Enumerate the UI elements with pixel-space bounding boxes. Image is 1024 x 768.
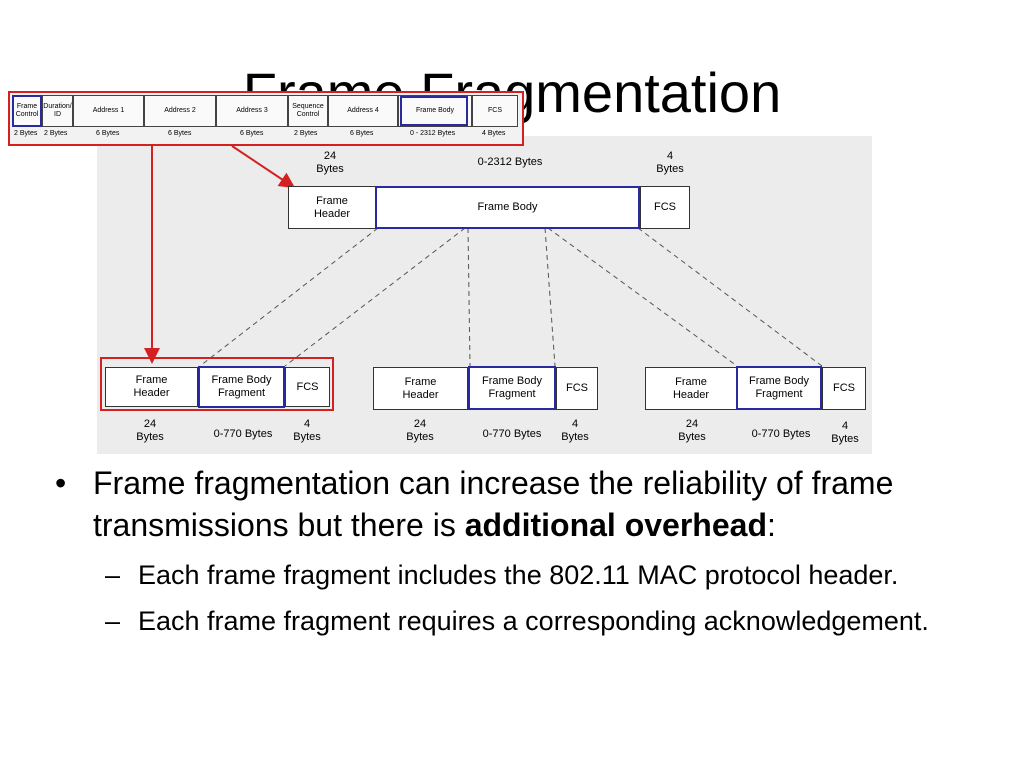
field-address-1: Address 1 xyxy=(73,95,144,127)
fragment-1-fcs-label: FCS xyxy=(296,380,319,393)
fragment-1-header-label: Frame Header xyxy=(133,374,170,399)
size-address-2: 6 Bytes xyxy=(168,130,192,137)
field-sequence-control: Sequence Control xyxy=(288,95,328,127)
field-duration-id: Duration/ ID xyxy=(42,95,73,127)
fragment-3-fcs-label: FCS xyxy=(833,382,855,394)
main-bullet-text: Frame fragmentation can increase the rel… xyxy=(93,465,894,543)
size-duration-id: 2 Bytes xyxy=(44,130,68,137)
fragment-2-body: Frame Body Fragment xyxy=(468,366,556,410)
field-address-2: Address 2 xyxy=(144,95,216,127)
original-frame-header-label: Frame Header xyxy=(313,194,351,220)
size-frame-body: 0 - 2312 Bytes xyxy=(410,130,456,137)
original-frame-body-label: Frame Body xyxy=(477,201,538,213)
bullet-dot: • xyxy=(55,465,67,501)
fragment-2-fcs: FCS xyxy=(556,367,598,410)
fragment-1-header-size: 24 Bytes xyxy=(136,418,164,443)
sub-bullet-2-text: Each frame fragment requires a correspon… xyxy=(138,606,929,636)
fragment-2-header: Frame Header xyxy=(373,367,468,410)
fragment-3-header: Frame Header xyxy=(645,367,737,410)
fragment-3-fcs-size: 4 Bytes xyxy=(831,420,859,445)
field-address-4: Address 4 xyxy=(328,95,398,127)
size-address-4: 6 Bytes xyxy=(350,130,374,137)
size-sequence-control: 2 Bytes xyxy=(294,130,318,137)
bullet-list: • Frame fragmentation can increase the r… xyxy=(55,462,995,638)
fragment-1-fcs: FCS xyxy=(285,367,330,407)
fragment-1-body-label: Frame Body Fragment xyxy=(211,374,272,399)
field-frame-body: Frame Body xyxy=(398,95,472,127)
arrow-to-frame-header xyxy=(231,145,296,189)
original-frame-fcs: FCS xyxy=(640,186,690,229)
frame-body-highlight xyxy=(400,96,468,126)
header-size-label: 24 Bytes xyxy=(316,150,344,175)
field-address-3: Address 3 xyxy=(216,95,288,127)
original-frame-body: Frame Body xyxy=(375,186,640,229)
main-bullet-bold: additional overhead xyxy=(464,507,767,543)
fragment-3-fcs: FCS xyxy=(822,367,866,410)
fragment-1-header: Frame Header xyxy=(105,367,198,407)
original-frame-header: Frame Header xyxy=(288,186,376,229)
fragment-2-body-label: Frame Body Fragment xyxy=(482,375,542,400)
fragment-3-body: Frame Body Fragment xyxy=(736,366,822,410)
size-fcs: 4 Bytes xyxy=(482,130,506,137)
sub-bullet-1-text: Each frame fragment includes the 802.11 … xyxy=(138,560,899,590)
original-frame-fcs-label: FCS xyxy=(654,201,676,213)
fragment-3-body-label: Frame Body Fragment xyxy=(749,375,809,400)
frame-control-highlight xyxy=(12,95,42,127)
fragment-2-body-size: 0-770 Bytes xyxy=(482,428,542,440)
size-address-3: 6 Bytes xyxy=(240,130,264,137)
fragment-3-header-label: Frame Header xyxy=(672,375,710,401)
sub-bullet-dash: – xyxy=(105,606,121,636)
fragment-1-body-size: 0-770 Bytes xyxy=(213,428,273,440)
fragment-2-fcs-label: FCS xyxy=(566,382,588,394)
size-address-1: 6 Bytes xyxy=(96,130,120,137)
size-frame-control: 2 Bytes xyxy=(14,130,38,137)
main-bullet: • Frame fragmentation can increase the r… xyxy=(55,462,995,546)
sub-bullet-1: – Each frame fragment includes the 802.1… xyxy=(105,558,995,592)
fragment-1-body: Frame Body Fragment xyxy=(198,366,285,408)
sub-bullet-dash: – xyxy=(105,560,121,590)
fragment-3-header-size: 24 Bytes xyxy=(678,418,706,443)
fragment-2-header-label: Frame Header xyxy=(402,375,439,401)
body-size-label: 0-2312 Bytes xyxy=(477,156,543,168)
mac-header-strip: Frame Control Duration/ ID Address 1 Add… xyxy=(8,91,524,146)
sub-bullet-2: – Each frame fragment requires a corresp… xyxy=(105,604,995,638)
fragment-3-body-size: 0-770 Bytes xyxy=(751,428,811,440)
field-fcs: FCS xyxy=(472,95,518,127)
main-bullet-end: : xyxy=(766,507,776,543)
fragment-2-header-size: 24 Bytes xyxy=(406,418,434,443)
fragment-1-highlight xyxy=(100,357,334,411)
fragment-1-fcs-size: 4 Bytes xyxy=(293,418,321,443)
fcs-size-label: 4 Bytes xyxy=(656,150,684,175)
fragment-2-fcs-size: 4 Bytes xyxy=(561,418,589,443)
